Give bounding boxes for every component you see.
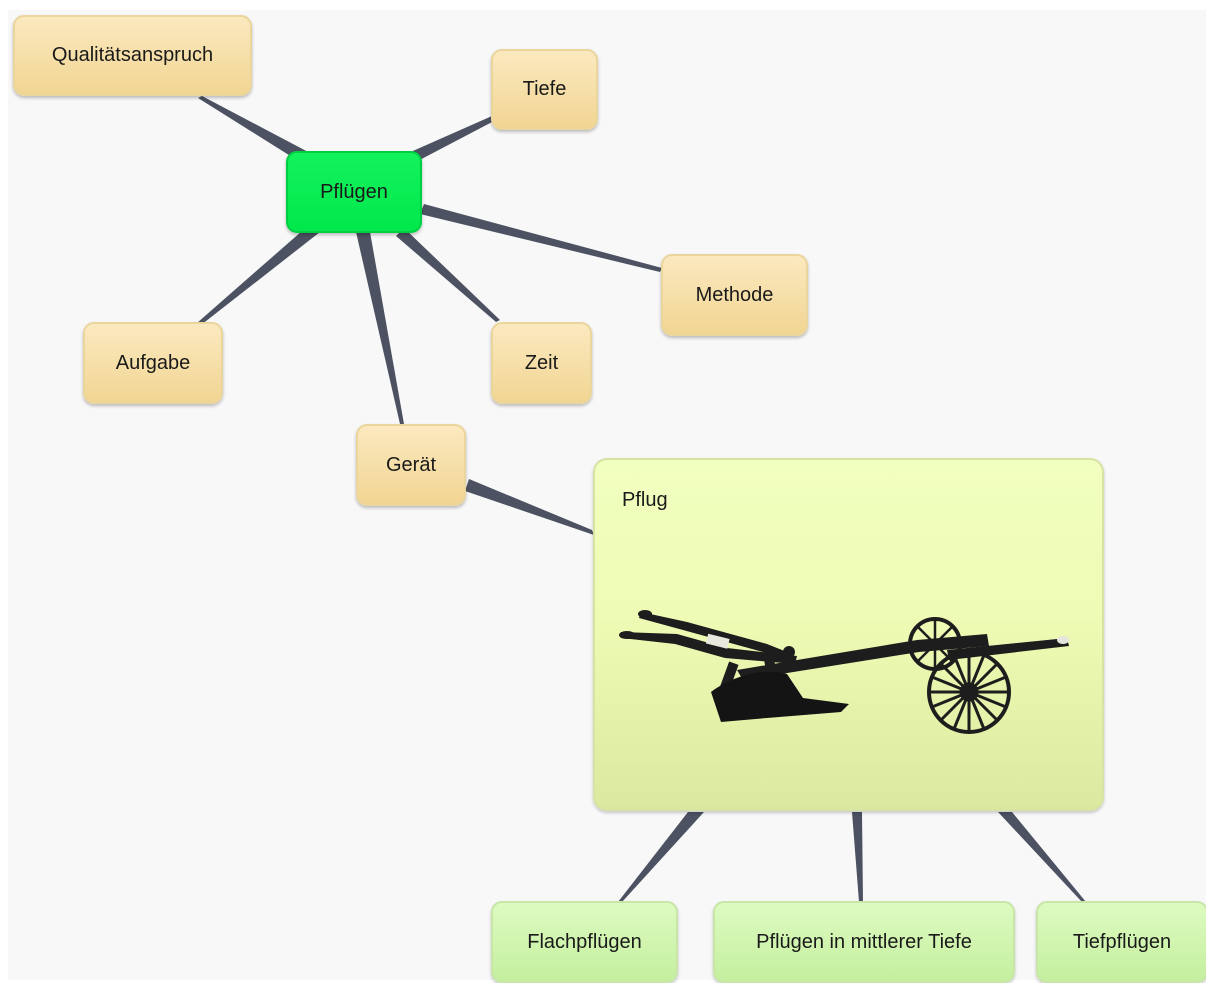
connector-tiefpfluegen bbox=[998, 812, 1086, 902]
node-methode[interactable]: Methode bbox=[661, 254, 808, 336]
connector-geraet bbox=[356, 232, 404, 424]
node-label: Pflügen in mittlerer Tiefe bbox=[756, 930, 972, 953]
node-label: Qualitätsanspruch bbox=[51, 44, 214, 66]
node-label: Zeit bbox=[524, 351, 559, 374]
connector-pflug bbox=[465, 479, 594, 535]
connector-methode bbox=[420, 204, 662, 272]
node-label: Methode bbox=[695, 283, 774, 306]
node-label: Pflügen bbox=[320, 180, 388, 203]
node-pflug-title: Pflug bbox=[622, 489, 668, 511]
connector-tiefe bbox=[406, 116, 494, 164]
plow-image bbox=[619, 610, 1069, 734]
node-center-pfluegen[interactable]: Pflügen bbox=[286, 151, 422, 233]
connector-aufgabe bbox=[197, 224, 320, 325]
node-flachpfluegen[interactable]: Flachpflügen bbox=[491, 901, 678, 983]
connector-qualitaetsanspruch bbox=[198, 96, 312, 162]
node-tiefe[interactable]: Tiefe bbox=[491, 49, 598, 130]
node-geraet[interactable]: Gerät bbox=[356, 424, 466, 506]
node-aufgabe[interactable]: Aufgabe bbox=[83, 322, 223, 404]
connector-zeit bbox=[396, 228, 500, 322]
node-label: Tiefpflügen bbox=[1072, 930, 1172, 953]
connector-flachpfluegen bbox=[618, 812, 704, 902]
node-label: Gerät bbox=[385, 453, 437, 476]
node-label: Aufgabe bbox=[115, 351, 191, 374]
node-pflug[interactable]: Pflug bbox=[593, 458, 1104, 811]
node-label: Flachpflügen bbox=[527, 930, 642, 953]
node-zeit[interactable]: Zeit bbox=[491, 322, 592, 404]
node-pfluegen-mittlere-tiefe[interactable]: Pflügen in mittlerer Tiefe bbox=[713, 901, 1015, 983]
node-qualitaetsanspruch[interactable]: Qualitätsanspruch bbox=[13, 15, 252, 96]
connector-mittlere-tiefe bbox=[852, 812, 863, 902]
node-tiefpfluegen[interactable]: Tiefpflügen bbox=[1036, 901, 1206, 983]
node-label: Tiefe bbox=[522, 78, 567, 100]
